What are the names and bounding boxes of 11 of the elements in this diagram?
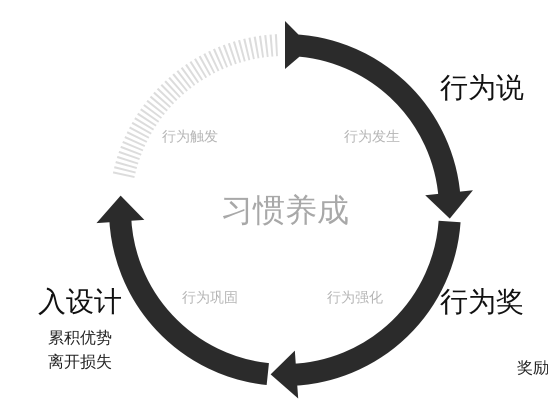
stage-label: 行为强化	[327, 291, 383, 305]
subtext: 奖励	[517, 360, 549, 376]
heading: 行为说	[440, 74, 524, 102]
subtext: 累积优势	[48, 330, 112, 346]
stage-label: 行为触发	[162, 130, 218, 144]
heading: 入设计	[38, 288, 122, 316]
stage-label: 行为发生	[344, 130, 400, 144]
stage-label: 行为巩固	[182, 291, 238, 305]
subtext: 离开损失	[48, 354, 112, 370]
heading: 行为奖	[440, 288, 524, 316]
center-title: 习惯养成	[221, 194, 349, 226]
